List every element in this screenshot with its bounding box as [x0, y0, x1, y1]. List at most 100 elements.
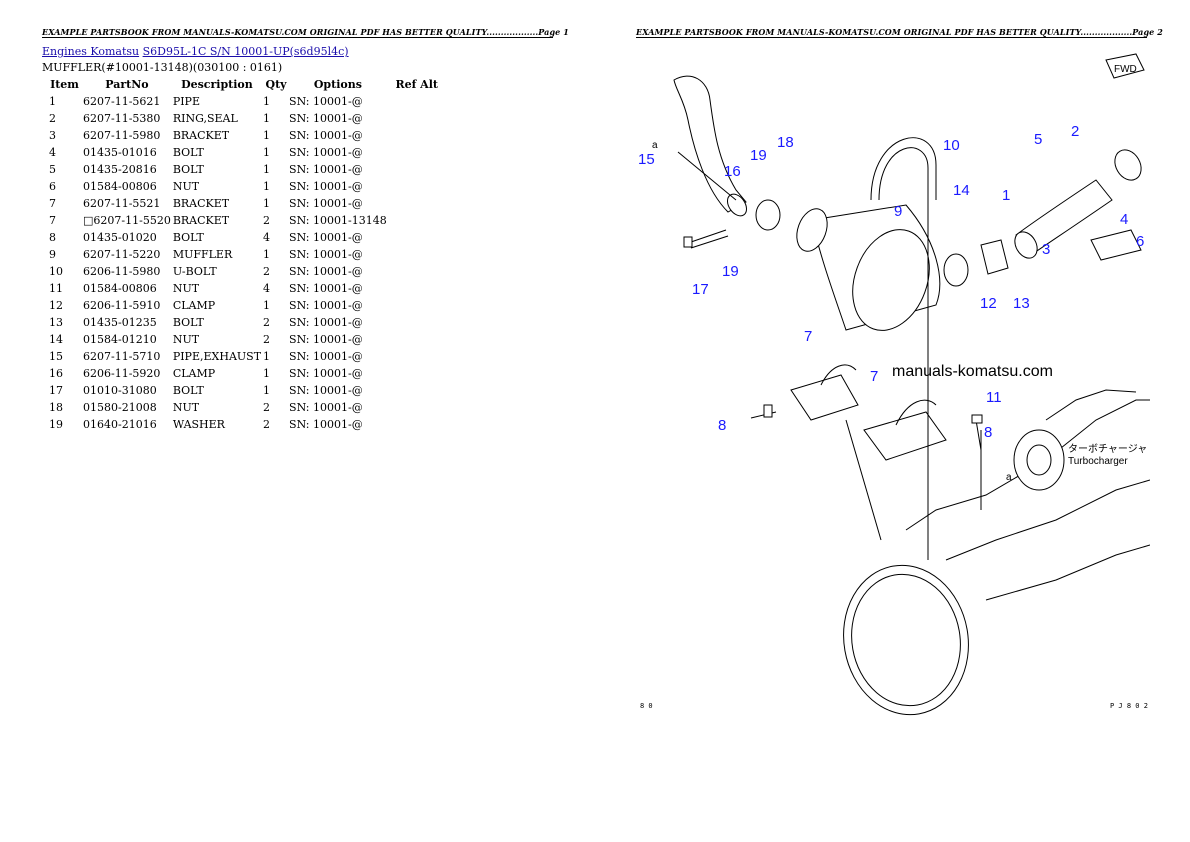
breadcrumb-link-model[interactable]: S6D95L-1C S/N 10001-UP(s6d95l4c)	[142, 45, 349, 58]
cell-ref-alt	[387, 331, 447, 348]
cell-item: 4	[49, 146, 56, 159]
cell-partno: 6206-11-5920	[83, 367, 161, 380]
cell-ref-alt	[387, 93, 447, 110]
breadcrumb-link-engines[interactable]: Engines Komatsu	[42, 45, 140, 58]
cell-partno: 01640-21016	[83, 418, 157, 431]
cell-item: 7	[49, 197, 56, 210]
clamp-12	[980, 239, 1009, 275]
callout-2: 2	[1071, 123, 1079, 140]
cell-item: 18	[49, 401, 63, 414]
cell-ref-alt	[387, 127, 447, 144]
cell-qty: 2	[263, 418, 271, 431]
cell-options: SN: 10001-@	[289, 180, 363, 193]
cell-qty: 2	[263, 214, 271, 227]
cell-options: SN: 10001-@	[289, 95, 363, 108]
cell-partno: 6207-11-5621	[83, 95, 161, 108]
cell-item: 7	[49, 214, 56, 227]
diagram-footer-left: 8 0	[640, 702, 653, 710]
muffler-body	[796, 204, 969, 331]
header-rule-left	[42, 37, 553, 38]
clamp-ring	[755, 199, 781, 231]
cell-description: BOLT	[172, 384, 204, 397]
callout-5: 5	[1034, 131, 1042, 148]
cell-qty: 2	[263, 316, 271, 329]
cell-partno: 01584-00806	[83, 180, 157, 193]
callout-6: 6	[1136, 233, 1144, 250]
cell-ref-alt	[387, 144, 447, 161]
cell-item: 12	[49, 299, 63, 312]
callout-19-top: 19	[750, 147, 767, 164]
cell-options: SN: 10001-@	[289, 197, 363, 210]
cell-partno: 01584-01210	[83, 333, 157, 346]
cell-qty: 1	[263, 248, 271, 261]
cell-qty: 2	[263, 265, 271, 278]
cell-ref-alt	[387, 365, 447, 382]
u-bolt	[870, 137, 937, 201]
cell-description: CLAMP	[172, 367, 216, 380]
bolt-8-right	[971, 414, 983, 451]
cell-options: SN: 10001-@	[289, 299, 363, 312]
cell-ref-alt	[387, 212, 447, 229]
cell-qty: 1	[263, 350, 271, 363]
page-header-left: EXAMPLE PARTSBOOK FROM MANUALS-KOMATSU.C…	[42, 27, 569, 37]
cell-ref-alt	[387, 229, 447, 246]
callout-12: 12	[980, 295, 997, 312]
cell-partno: 6207-11-5380	[83, 112, 161, 125]
callout-17: 17	[692, 281, 709, 298]
callout-19-bottom: 19	[722, 263, 739, 280]
cell-description: BRACKET	[172, 129, 230, 142]
cell-item: 9	[49, 248, 56, 261]
watermark-text: manuals-komatsu.com	[892, 363, 1053, 380]
cell-options: SN: 10001-@	[289, 265, 363, 278]
cell-partno: 6206-11-5980	[83, 265, 161, 278]
cell-description: BOLT	[172, 163, 204, 176]
cell-options: SN: 10001-@	[289, 350, 363, 363]
cell-partno: 01010-31080	[83, 384, 157, 397]
cell-item: 16	[49, 367, 63, 380]
callout-4: 4	[1120, 211, 1128, 228]
cell-qty: 1	[263, 384, 271, 397]
exploded-parts-diagram: FWD	[636, 40, 1150, 720]
cell-ref-alt	[387, 382, 447, 399]
cell-item: 1	[49, 95, 56, 108]
cell-qty: 1	[263, 112, 271, 125]
cell-item: 2	[49, 112, 56, 125]
callout-9: 9	[894, 203, 902, 220]
cell-partno: 6207-11-5220	[83, 248, 161, 261]
cell-partno: 01580-21008	[83, 401, 157, 414]
ref-a-bottom: a	[1006, 472, 1012, 483]
pipe-1	[1014, 149, 1142, 259]
cell-description: BOLT	[172, 146, 204, 159]
cell-options: SN: 10001-@	[289, 418, 363, 431]
cell-qty: 1	[263, 197, 271, 210]
cell-qty: 2	[263, 333, 271, 346]
fwd-label: FWD	[1114, 64, 1137, 75]
cell-ref-alt	[387, 280, 447, 297]
callout-8-left: 8	[718, 417, 726, 434]
cell-item: 6	[49, 180, 56, 193]
ref-a-top: a	[652, 140, 658, 151]
col-header-description: Description	[181, 78, 253, 91]
cell-item: 5	[49, 163, 56, 176]
callout-16: 16	[724, 163, 741, 180]
cell-options: SN: 10001-@	[289, 333, 363, 346]
cell-item: 8	[49, 231, 56, 244]
cell-partno: 01435-01020	[83, 231, 157, 244]
cell-ref-alt	[387, 399, 447, 416]
callout-15: 15	[638, 151, 655, 168]
cell-description: BRACKET	[172, 197, 230, 210]
col-header-ref-alt: Ref Alt	[395, 78, 438, 91]
cell-description: WASHER	[172, 418, 225, 431]
